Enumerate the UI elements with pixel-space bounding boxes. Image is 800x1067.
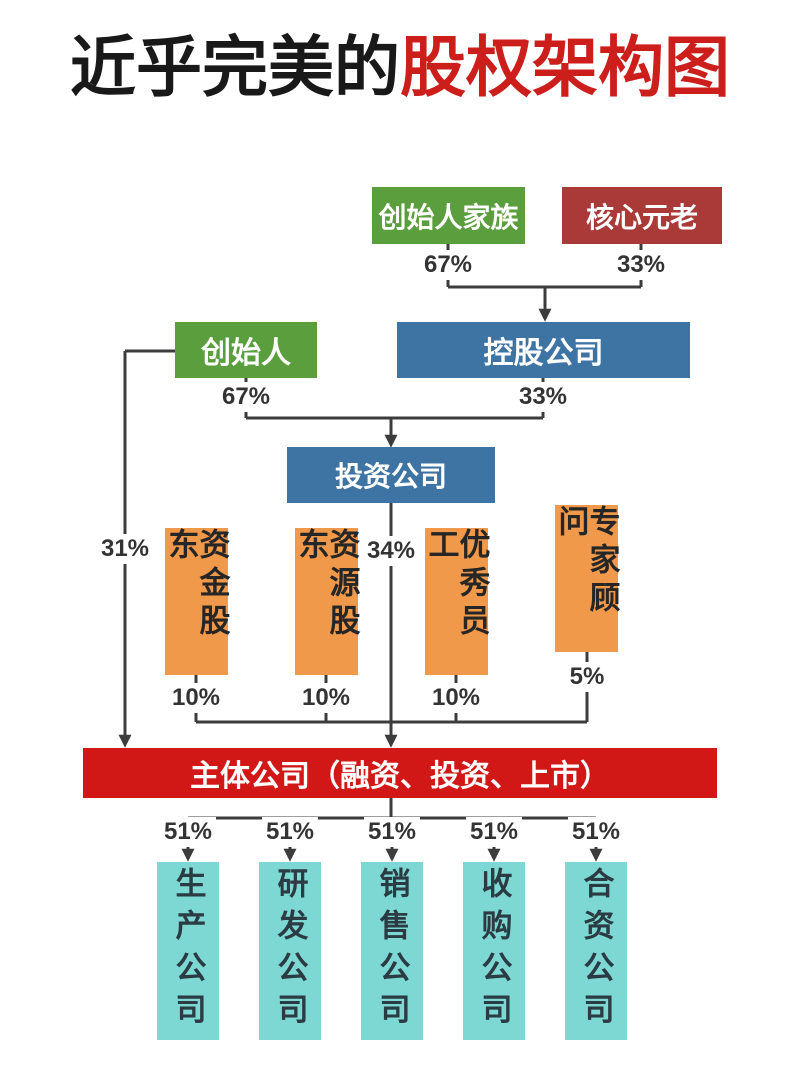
pct-veterans-to-holding: 33% [612,250,670,280]
pct-investment-to-main: 34% [362,536,420,566]
page-title: 近乎完美的股权架构图 [0,30,800,106]
title-black-part: 近乎完美的 [70,30,400,104]
pct-capital-to-main: 10% [167,683,225,713]
pct-main-to-sales: 51% [363,817,421,847]
excellent-employees-label: 优秀员工 [423,528,490,642]
node-resource-shareholder: 资源股东 [293,528,360,675]
pct-main-to-production: 51% [159,817,217,847]
node-excellent-employees: 优秀员工 [423,528,490,675]
node-expert-advisors: 专家顾问 [553,505,620,652]
capital-shareholder-label: 资金股东 [163,528,230,642]
pct-founder-to-main: 31% [96,534,154,564]
resource-shareholder-label: 资源股东 [293,528,360,642]
title-red-part: 股权架构图 [400,30,730,104]
node-investment-company: 投资公司 [287,447,495,503]
jv-company-label: 合资公司 [578,867,614,1035]
pct-main-to-acquisition: 51% [465,817,523,847]
node-capital-shareholder: 资金股东 [163,528,230,675]
node-core-veterans: 核心元老 [562,187,722,244]
node-founder-family: 创始人家族 [372,187,525,244]
rd-company-label: 研发公司 [272,867,308,1035]
node-sales-company: 销售公司 [361,862,423,1040]
node-acquisition-company: 收购公司 [463,862,525,1040]
pct-main-to-rd: 51% [261,817,319,847]
node-jv-company: 合资公司 [565,862,627,1040]
sales-company-label: 销售公司 [374,867,410,1035]
node-founder: 创始人 [175,322,317,378]
pct-holding-to-investment: 33% [514,382,572,412]
expert-advisors-label: 专家顾问 [553,505,620,619]
pct-main-to-jv: 51% [567,817,625,847]
acquisition-company-label: 收购公司 [476,867,512,1035]
node-holding-company: 控股公司 [397,322,690,378]
production-company-label: 生产公司 [170,867,206,1035]
pct-experts-to-main: 5% [565,662,609,692]
node-production-company: 生产公司 [157,862,219,1040]
node-rd-company: 研发公司 [259,862,321,1040]
pct-resource-to-main: 10% [297,683,355,713]
pct-founder-to-investment: 67% [217,382,275,412]
node-main-company: 主体公司（融资、投资、上市） [83,748,717,798]
pct-family-to-holding: 67% [419,250,477,280]
pct-employees-to-main: 10% [427,683,485,713]
